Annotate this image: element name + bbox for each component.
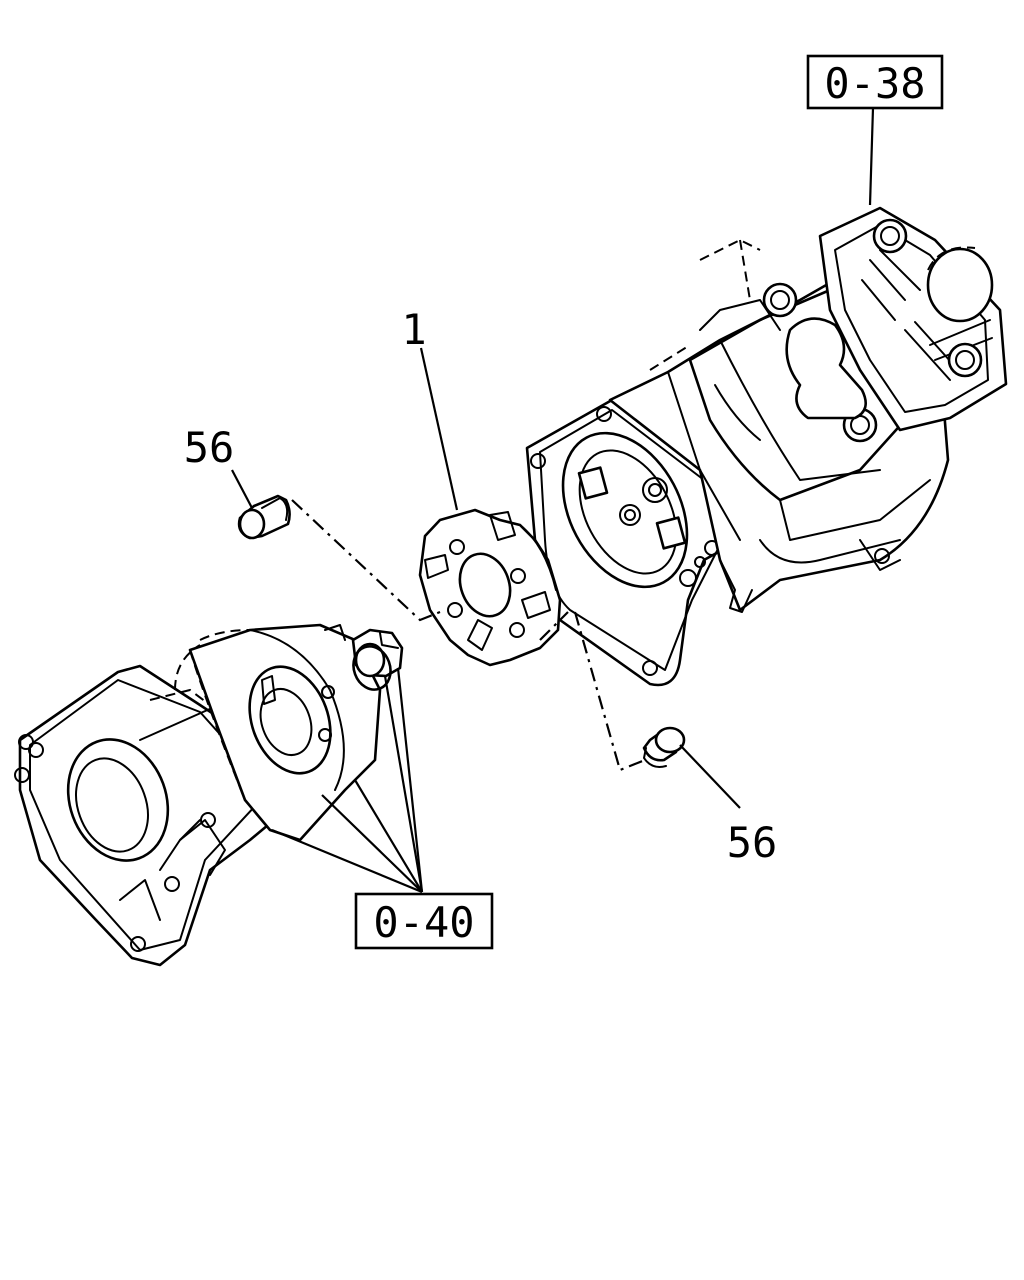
part-number-coupling: 1 — [401, 305, 426, 354]
reference-label-bottom: 0-40 — [373, 898, 474, 947]
part-number-screw-upper: 56 — [184, 423, 235, 472]
bracket-assembly — [14, 623, 404, 967]
reference-box-bottom: 0-40 — [354, 892, 494, 950]
reference-label-top: 0-38 — [824, 59, 925, 108]
screw-lower — [642, 726, 686, 768]
coupling-disc — [418, 508, 562, 667]
reference-box-top: 0-38 — [806, 54, 944, 110]
alignment-lines — [291, 499, 646, 772]
part-number-screw-lower: 56 — [727, 818, 778, 867]
screw-upper — [237, 494, 291, 540]
injection-pump-assembly — [525, 206, 1008, 687]
leader-lines — [231, 107, 875, 894]
